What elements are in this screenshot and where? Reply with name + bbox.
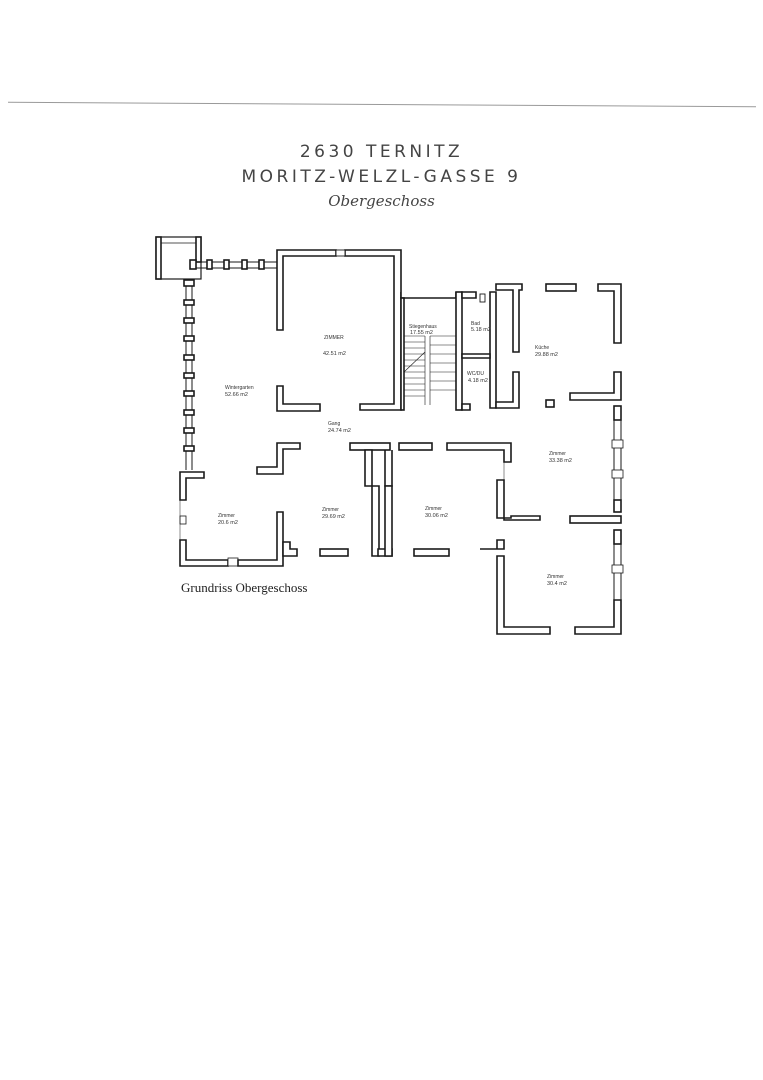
- room-label-stiegenhaus: Stiegenhaus: [409, 324, 437, 330]
- room-label-zimmer-top: ZIMMER: [324, 335, 344, 341]
- room-area-bad: 5.18 m2: [471, 327, 491, 333]
- room-area-wintergarten: 52.66 m2: [225, 392, 248, 398]
- room-label-gang: Gang: [328, 421, 340, 427]
- room-area-zimmer-mid2: 30.06 m2: [425, 513, 448, 519]
- room-walls-zimmer-top: [276, 249, 402, 412]
- room-area-wcdu: 4.18 m2: [468, 378, 488, 384]
- title-block: 2630 TERNITZ MORITZ-WELZL-GASSE 9 Oberge…: [0, 140, 763, 212]
- plan-caption: Grundriss Obergeschoss: [181, 580, 308, 595]
- room-area-zimmer-left: 20.6 m2: [218, 520, 238, 526]
- room-label-wintergarten: Wintergarten: [225, 385, 254, 391]
- room-label-zimmer-mid2: Zimmer: [425, 506, 442, 512]
- room-area-zimmer-top: 42.51 m2: [323, 351, 346, 357]
- room-area-zimmer-mid1: 29.69 m2: [322, 514, 345, 520]
- door-marks: [179, 462, 505, 540]
- room-label-bad: Bad: [471, 321, 480, 327]
- balcony-bay: [155, 236, 202, 280]
- room-labels: ZIMMER 42.51 m2 Stiegenhaus 17.55 m2 Bad…: [218, 321, 572, 587]
- room-walls-zimmer-middle: [282, 479, 505, 557]
- address-city: 2630 TERNITZ: [299, 142, 464, 162]
- room-label-wcdu: WC/DU: [467, 371, 484, 377]
- wintergarten-glazing-top: [189, 259, 277, 270]
- room-label-zimmer-left: Zimmer: [218, 513, 235, 519]
- room-walls-zimmer-left: [179, 471, 284, 567]
- room-area-gang: 24.74 m2: [328, 428, 351, 434]
- kitchen-walls: [495, 283, 622, 409]
- right-wall-upper: [611, 405, 624, 513]
- room-area-kueche: 29.88 m2: [535, 352, 558, 358]
- room-area-zimmer-bottom: 30.4 m2: [547, 581, 567, 587]
- wintergarten-glazing-left: [183, 279, 195, 470]
- room-label-zimmer-right: Zimmer: [549, 451, 566, 457]
- corridor-walls: [256, 442, 512, 487]
- room-walls-zimmer-bottom: [496, 515, 624, 635]
- room-area-zimmer-right: 33.38 m2: [549, 458, 572, 464]
- room-area-stiegenhaus: 17.55 m2: [410, 330, 433, 336]
- room-label-kueche: Küche: [535, 345, 549, 351]
- address-street: MORITZ-WELZL-GASSE 9: [241, 167, 522, 187]
- staircase: [400, 291, 463, 411]
- bathroom-walls: [461, 291, 497, 411]
- room-label-zimmer-mid1: Zimmer: [322, 507, 339, 513]
- floor-label: Obergeschoss: [328, 192, 435, 210]
- room-label-zimmer-bottom: Zimmer: [547, 574, 564, 580]
